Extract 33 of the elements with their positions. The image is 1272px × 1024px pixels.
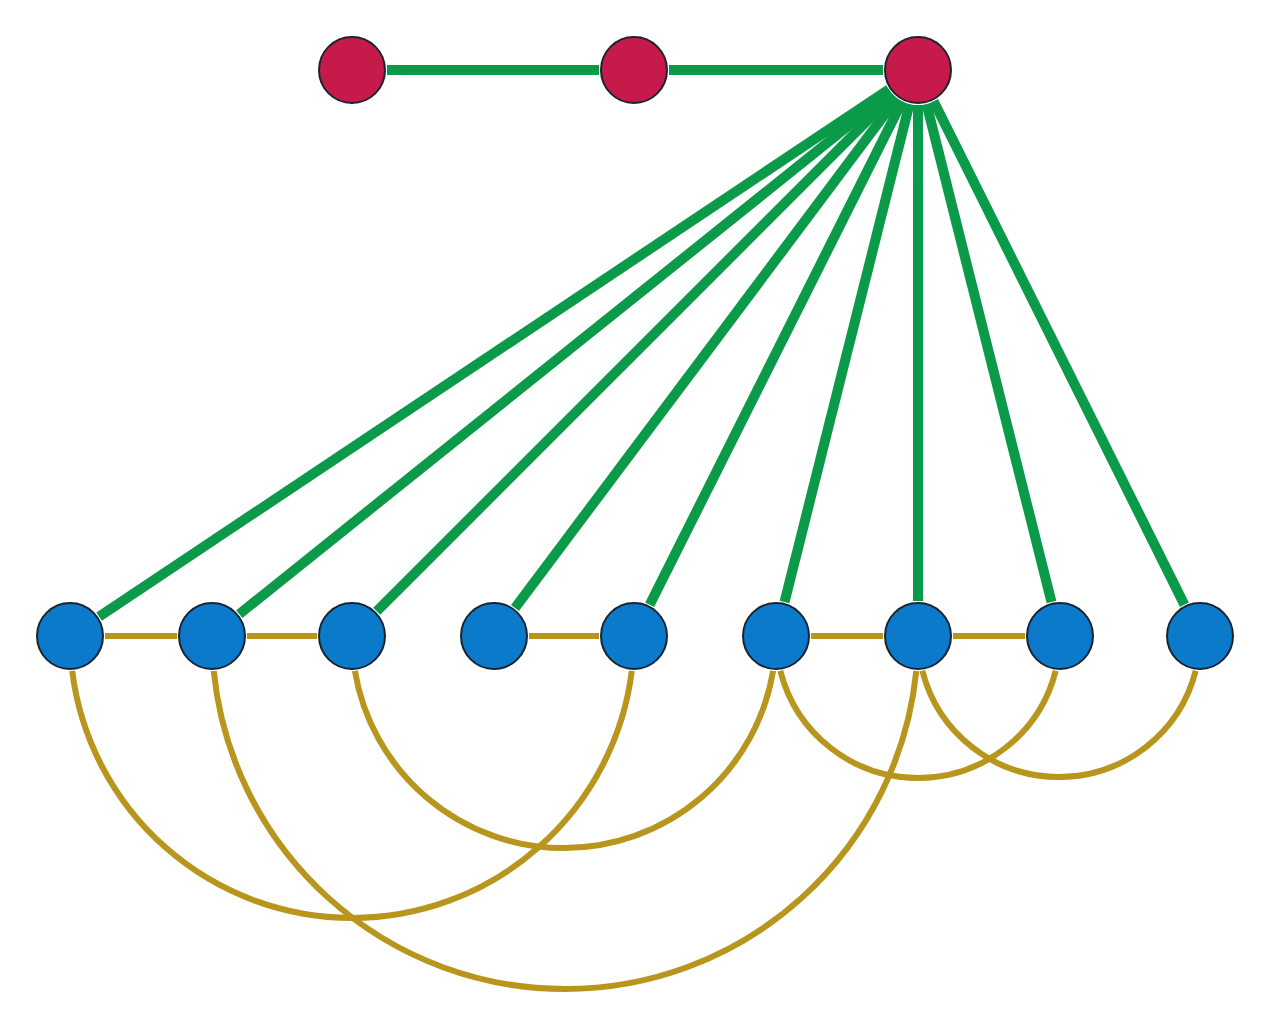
graph-node (742, 602, 810, 670)
graph-node (600, 36, 668, 104)
connector-line (105, 633, 177, 639)
connector-line (387, 65, 599, 75)
connector-line (247, 633, 317, 639)
graph-node (1166, 602, 1234, 670)
graph-node (318, 602, 386, 670)
arc-connector (69, 670, 635, 921)
connector-line (96, 85, 892, 621)
connector-line (913, 105, 923, 601)
graph-node (460, 602, 528, 670)
graph-node (36, 602, 104, 670)
connector-line (669, 65, 883, 75)
connector-line (921, 102, 1057, 604)
graph-node (178, 602, 246, 670)
graph-node (600, 602, 668, 670)
graph-node (884, 602, 952, 670)
connector-line (929, 99, 1189, 607)
connector-line (779, 102, 915, 604)
connector-line (510, 95, 902, 611)
arc-connector (351, 670, 777, 851)
arc-connector (777, 669, 1059, 781)
connector-line (811, 633, 883, 639)
arc-connector (919, 669, 1199, 780)
connector-line (953, 633, 1025, 639)
graph-node (318, 36, 386, 104)
connector-line (373, 91, 897, 615)
connector-line (236, 88, 894, 618)
connector-line (529, 633, 599, 639)
graph-node (884, 36, 952, 104)
arc-connector (210, 670, 920, 992)
connector-line (645, 99, 907, 607)
graph-node (1026, 602, 1094, 670)
